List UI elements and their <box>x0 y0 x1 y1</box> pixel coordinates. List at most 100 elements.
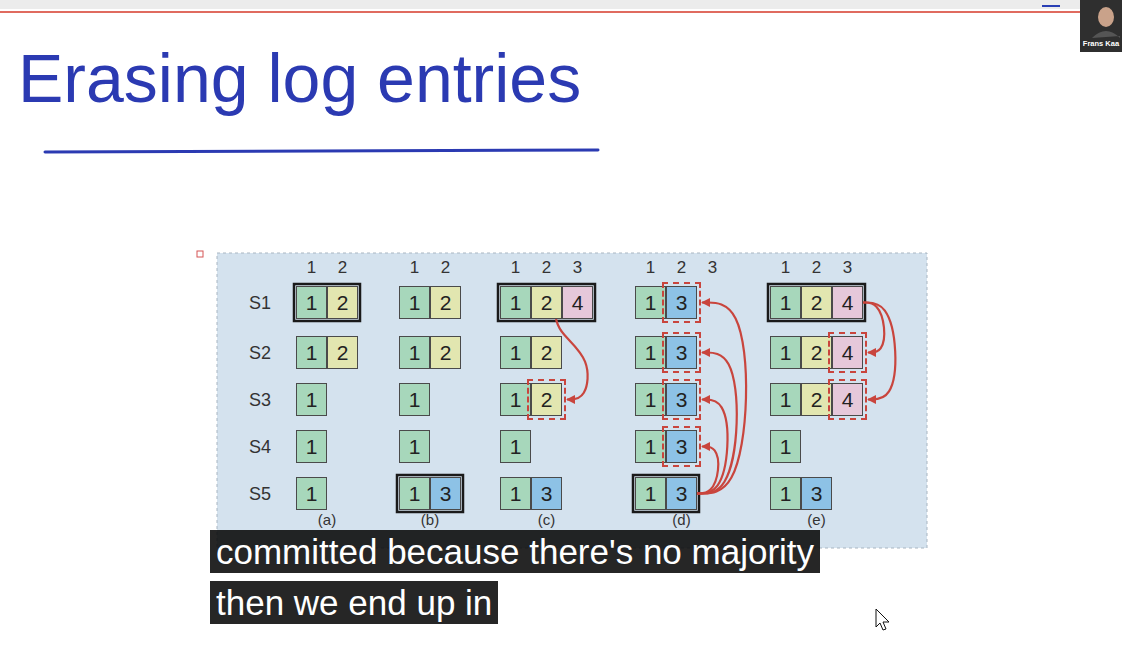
term-number: 3 <box>676 389 688 410</box>
server-name: S3 <box>249 391 271 409</box>
term-number: 4 <box>842 389 854 410</box>
term-number: 2 <box>541 389 553 410</box>
webcam-frame <box>1080 0 1122 52</box>
log-entry: 1 <box>770 430 801 463</box>
log-index: 2 <box>441 259 450 276</box>
log-entry: 1 <box>296 477 327 510</box>
term-number: 1 <box>780 483 792 504</box>
log-entry: 3 <box>531 477 562 510</box>
leader-outline <box>498 284 595 321</box>
term-number: 3 <box>676 436 688 457</box>
term-number: 1 <box>306 389 318 410</box>
log-entry: 1 <box>635 286 666 319</box>
term-number: 3 <box>541 483 553 504</box>
term-number: 2 <box>440 292 452 313</box>
log-entry: 3 <box>801 477 832 510</box>
log-entry: 1 <box>770 383 801 416</box>
log-entry: 3 <box>666 383 697 416</box>
term-number: 1 <box>780 389 792 410</box>
video-subtitle: committed because there's no majority th… <box>210 530 820 624</box>
pen-mark <box>1042 5 1060 7</box>
log-index: 2 <box>677 259 686 276</box>
log-entry: 1 <box>296 286 327 319</box>
log-index: 1 <box>307 259 316 276</box>
term-number: 4 <box>842 342 854 363</box>
log-entry: 1 <box>500 430 531 463</box>
log-entry: 2 <box>327 336 358 369</box>
log-index: 2 <box>542 259 551 276</box>
log-entry: 2 <box>531 286 562 319</box>
server-name: S1 <box>249 294 271 312</box>
log-entry: 2 <box>327 286 358 319</box>
term-number: 1 <box>510 436 522 457</box>
log-entry: 2 <box>531 383 562 416</box>
term-number: 1 <box>780 436 792 457</box>
log-entry: 3 <box>430 477 461 510</box>
term-number: 1 <box>510 389 522 410</box>
mouse-cursor <box>876 609 889 630</box>
log-entry: 1 <box>399 336 430 369</box>
term-number: 4 <box>842 292 854 313</box>
leader-outline <box>633 475 699 512</box>
replication-arrow <box>697 400 727 494</box>
term-number: 3 <box>676 342 688 363</box>
log-entry: 3 <box>666 286 697 319</box>
slide-title: Erasing log entries <box>18 44 581 112</box>
log-entry: 1 <box>635 430 666 463</box>
log-entry: 1 <box>500 286 531 319</box>
panel-letter: (e) <box>807 512 825 527</box>
term-number: 2 <box>811 342 823 363</box>
log-entry: 1 <box>296 383 327 416</box>
log-entry: 1 <box>399 286 430 319</box>
log-entry: 2 <box>801 383 832 416</box>
term-number: 1 <box>645 389 657 410</box>
browser-toolbar <box>0 0 1080 9</box>
log-entry: 1 <box>399 383 430 416</box>
log-entry: 1 <box>635 477 666 510</box>
log-entry: 2 <box>430 286 461 319</box>
server-name: S2 <box>249 344 271 362</box>
log-entry: 1 <box>500 477 531 510</box>
term-number: 1 <box>409 342 421 363</box>
term-number: 1 <box>780 342 792 363</box>
log-entry: 2 <box>801 286 832 319</box>
log-index: 1 <box>511 259 520 276</box>
term-number: 4 <box>572 292 584 313</box>
replication-arrow <box>697 447 718 494</box>
figure-panel <box>217 253 927 548</box>
term-number: 2 <box>337 342 349 363</box>
replication-arrow <box>697 303 746 494</box>
term-number: 3 <box>676 483 688 504</box>
term-number: 1 <box>306 483 318 504</box>
title-underline <box>45 150 598 152</box>
log-index: 1 <box>410 259 419 276</box>
log-entry: 4 <box>832 383 863 416</box>
log-entry: 1 <box>399 430 430 463</box>
log-entry: 1 <box>770 336 801 369</box>
term-number: 1 <box>645 342 657 363</box>
presenter-head <box>1098 7 1114 27</box>
term-number: 2 <box>811 292 823 313</box>
toolbar-rule <box>0 11 1080 13</box>
log-entry: 1 <box>635 383 666 416</box>
presenter-shoulders <box>1092 31 1120 38</box>
term-number: 1 <box>306 292 318 313</box>
log-entry: 2 <box>801 336 832 369</box>
term-number: 1 <box>645 436 657 457</box>
term-number: 1 <box>510 342 522 363</box>
log-entry: 3 <box>666 430 697 463</box>
server-name: S5 <box>249 485 271 503</box>
log-index: 1 <box>646 259 655 276</box>
term-number: 1 <box>409 389 421 410</box>
log-index: 3 <box>573 259 582 276</box>
log-index: 2 <box>812 259 821 276</box>
term-number: 1 <box>306 436 318 457</box>
term-number: 2 <box>541 292 553 313</box>
log-entry: 4 <box>832 336 863 369</box>
log-entry: 4 <box>832 286 863 319</box>
term-number: 3 <box>440 483 452 504</box>
term-number: 1 <box>645 292 657 313</box>
term-number: 2 <box>440 342 452 363</box>
log-entry: 3 <box>666 336 697 369</box>
term-number: 2 <box>541 342 553 363</box>
